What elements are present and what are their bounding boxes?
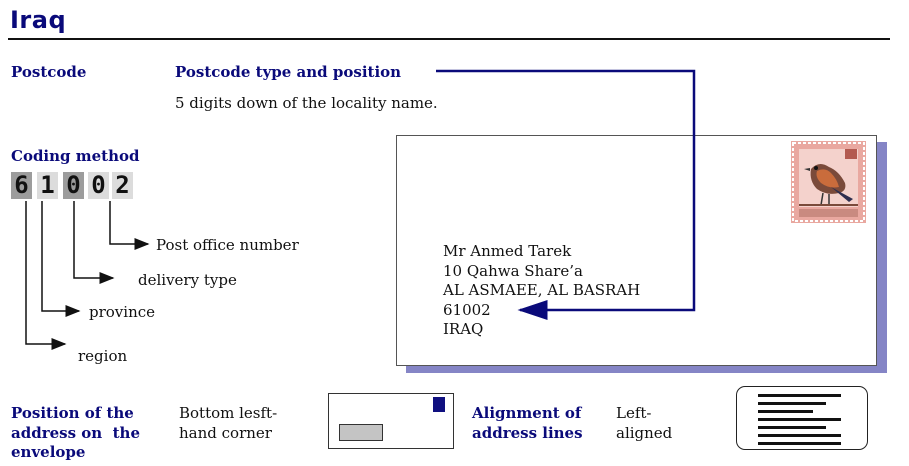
address-line-postcode: 61002	[443, 300, 491, 319]
page-title: Iraq	[10, 6, 67, 34]
aligned-line-4	[758, 418, 841, 421]
mini-address-box-icon	[339, 424, 383, 441]
address-line-country: IRAQ	[443, 320, 484, 338]
postcode-digit-post-office-1: 0	[88, 172, 109, 199]
alignment-heading: Alignment of address lines	[472, 404, 583, 442]
postcode-digit-post-office-2: 2	[112, 172, 133, 199]
title-divider	[8, 38, 890, 40]
address-line-street: 10 Qahwa Share’a	[443, 261, 583, 280]
position-heading: Position of the address on the envelope	[11, 404, 140, 461]
position-value: Bottom lesft- hand corner	[179, 404, 278, 442]
envelope-address-block: Mr Anmed Tarek 10 Qahwa Share’a AL ASMAE…	[443, 242, 640, 340]
region-arrow	[25, 201, 67, 350]
address-line-name: Mr Anmed Tarek	[443, 242, 572, 260]
mini-stamp-icon	[433, 397, 445, 412]
postcode-digit-province: 1	[37, 172, 58, 199]
postcode-type-description: 5 digits down of the locality name.	[175, 94, 438, 112]
delivery-type-label: delivery type	[138, 271, 237, 289]
postcode-heading: Postcode	[11, 63, 87, 81]
postcode-type-heading: Postcode type and position	[175, 63, 402, 81]
bird-stamp-icon	[791, 141, 866, 223]
aligned-line-3	[758, 410, 813, 413]
aligned-line-5	[758, 426, 826, 429]
region-label: region	[78, 347, 128, 365]
postcode-digit-delivery-type: 0	[63, 172, 84, 199]
post-office-arrow	[109, 201, 150, 250]
province-label: province	[89, 303, 156, 321]
post-office-label: Post office number	[156, 236, 299, 254]
aligned-line-6	[758, 434, 841, 437]
aligned-line-7	[758, 442, 841, 445]
province-arrow	[41, 201, 81, 317]
coding-method-heading: Coding method	[11, 147, 140, 165]
aligned-line-1	[758, 394, 841, 397]
alignment-value: Left- aligned	[616, 404, 673, 442]
postcode-digit-region: 6	[11, 172, 32, 199]
delivery-type-arrow	[73, 201, 115, 284]
address-line-locality: AL ASMAEE, AL BASRAH	[443, 281, 641, 299]
aligned-line-2	[758, 402, 826, 405]
